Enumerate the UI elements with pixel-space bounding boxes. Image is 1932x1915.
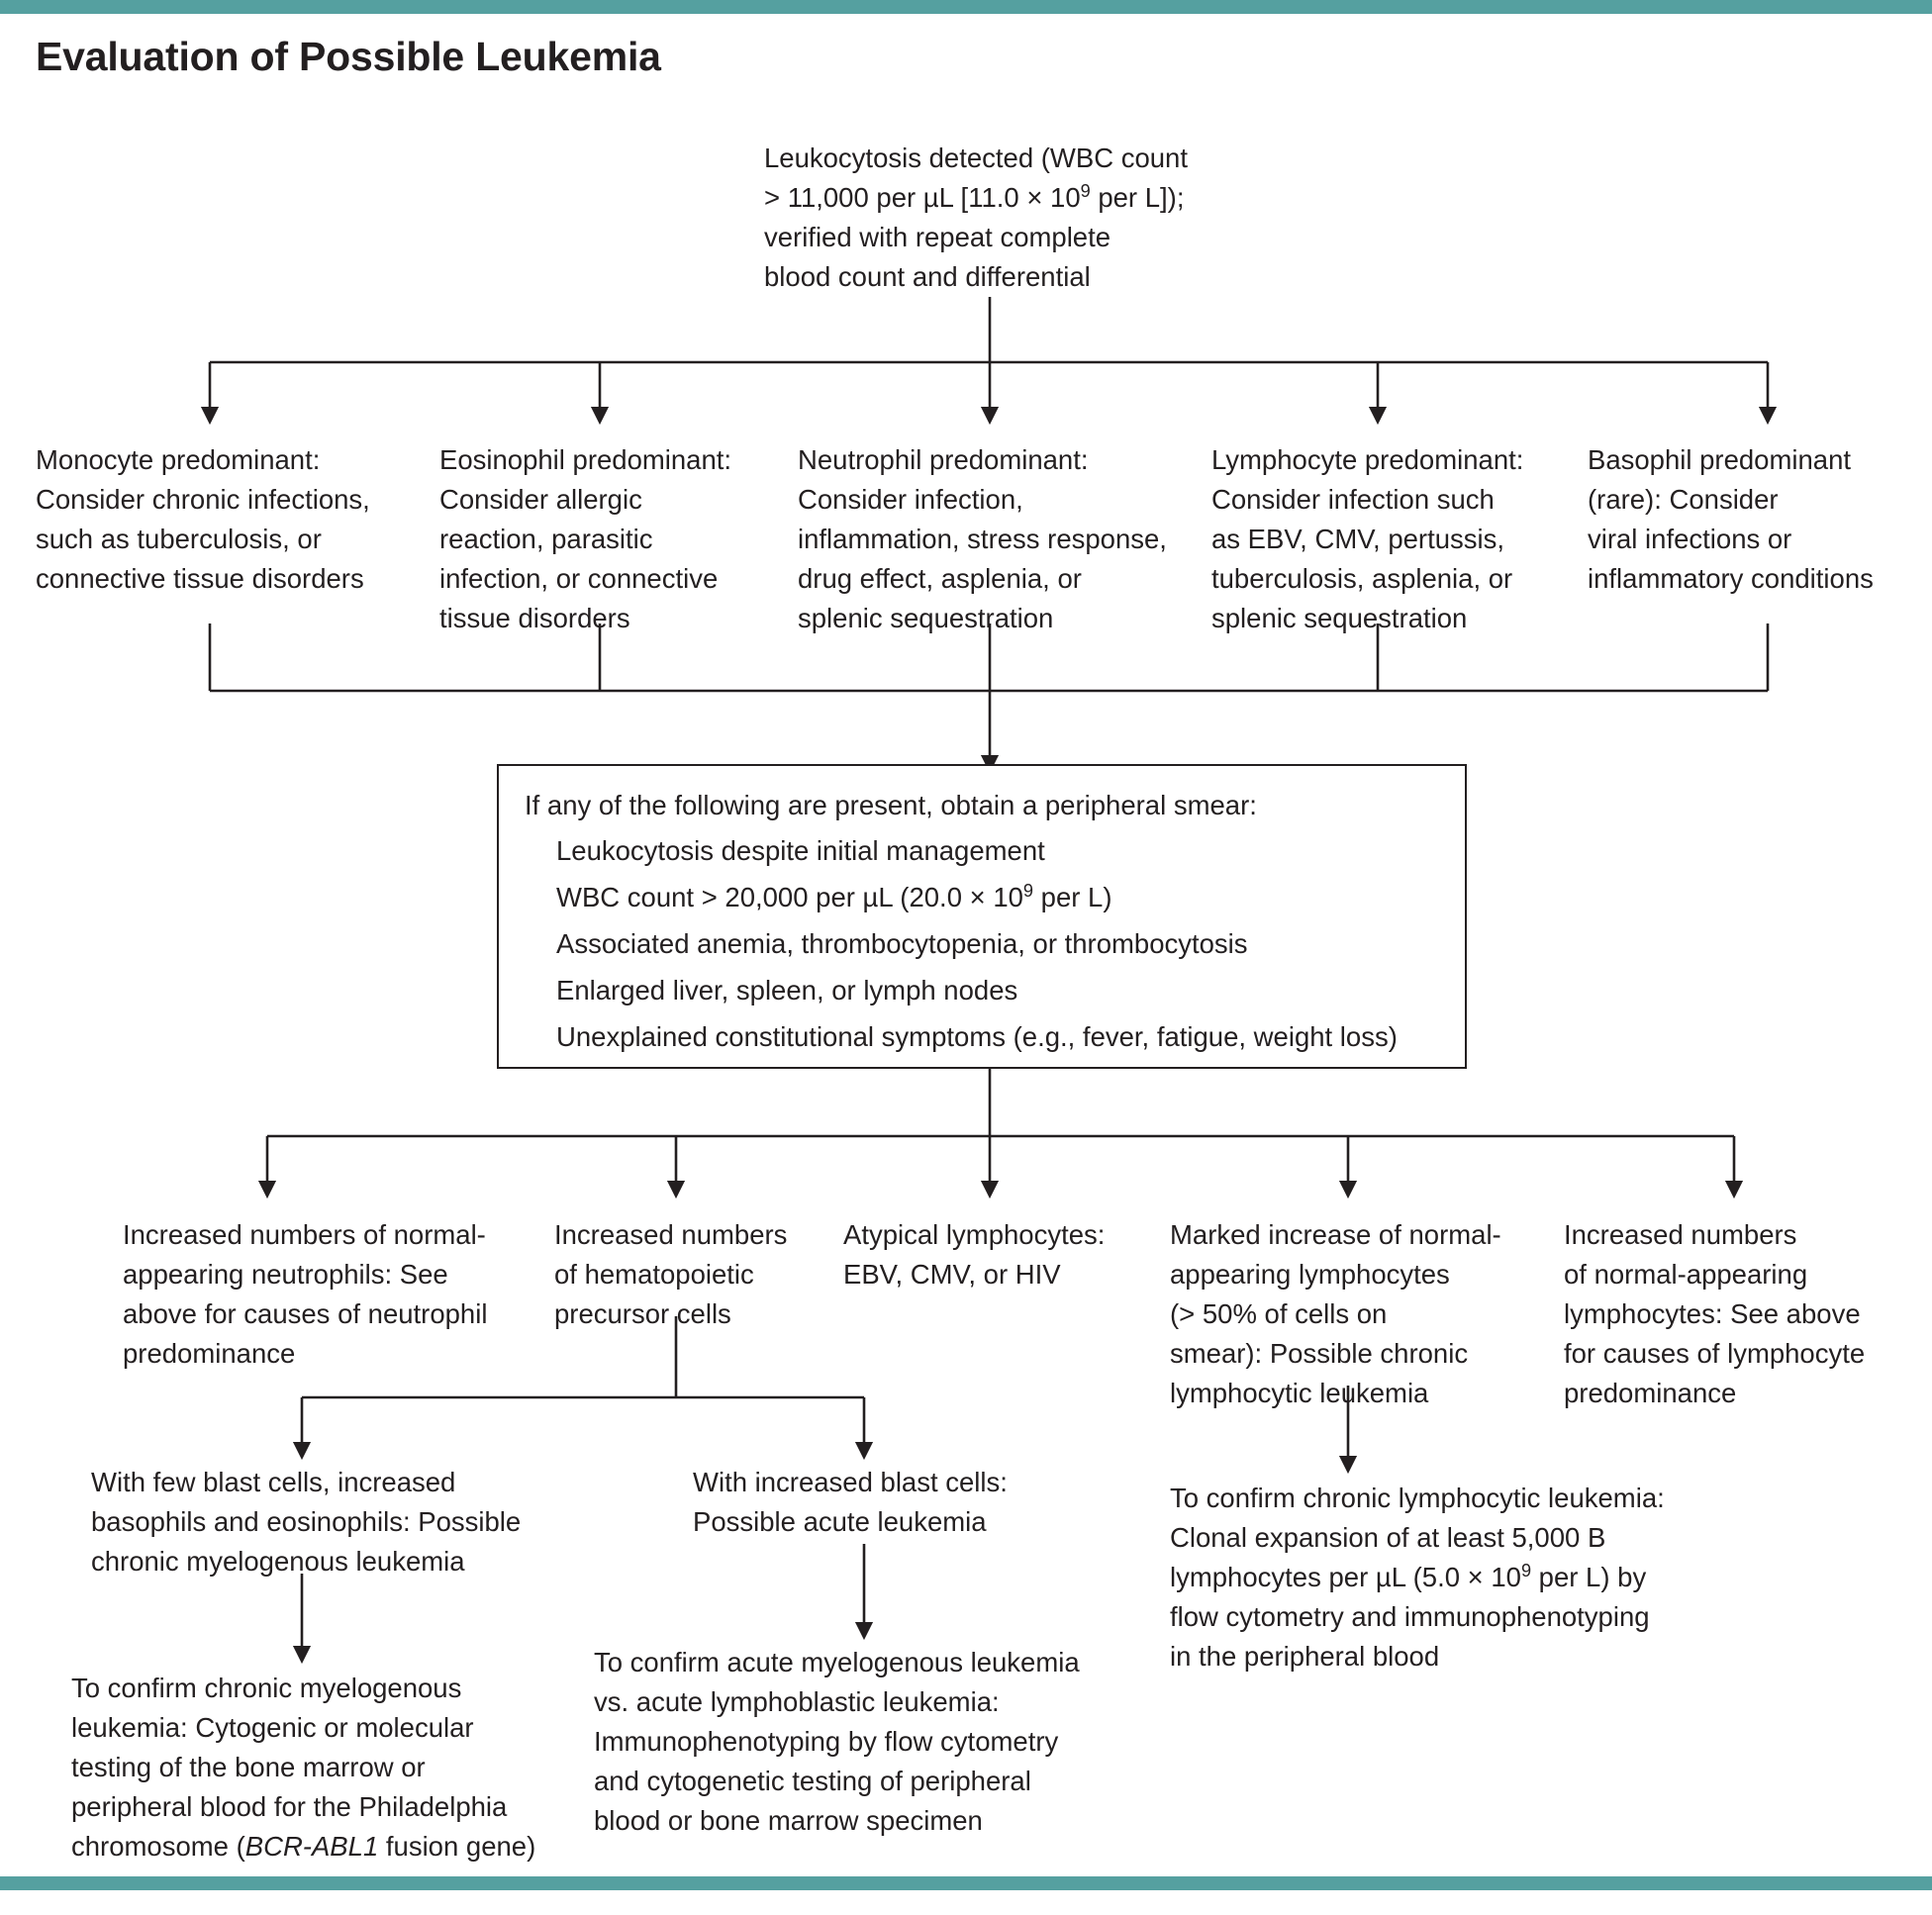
- start-line-2-suffix: per L]);: [1090, 182, 1185, 213]
- criteria-item-2-prefix: WBC count > 20,000 per µL (20.0 × 10: [556, 882, 1023, 912]
- start-line-2-prefix: > 11,000 per µL [11.0 × 10: [764, 182, 1081, 213]
- node-lymphocyte-predominant: Lymphocyte predominant: Consider infecti…: [1211, 444, 1524, 633]
- node-increased-normal-lymphocytes: Increased numbers of normal-appearing ly…: [1564, 1219, 1866, 1408]
- confirm-cll-line-5: in the peripheral blood: [1170, 1641, 1440, 1672]
- confirm-cll-line-3-suffix: per L) by: [1531, 1562, 1647, 1592]
- node-atypical-lymphocytes: Atypical lymphocytes: EBV, CMV, or HIV: [843, 1219, 1106, 1290]
- criteria-item-2-suffix: per L): [1033, 882, 1112, 912]
- node-marked-increase-lymphocytes: Marked increase of normal- appearing lym…: [1170, 1219, 1501, 1408]
- node-confirm-chronic-myelogenous-leukemia: To confirm chronic myelogenous leukemia:…: [71, 1669, 566, 1867]
- confirm-cll-line-4: flow cytometry and immunophenotyping: [1170, 1601, 1650, 1632]
- node-monocyte-predominant: Monocyte predominant: Consider chronic i…: [36, 444, 370, 594]
- start-line-4: blood count and differential: [764, 261, 1091, 292]
- confirm-cml-gene-name: BCR-ABL1: [244, 1831, 379, 1862]
- confirm-cll-line-3-exponent: 9: [1520, 1560, 1532, 1580]
- node-increased-normal-neutrophils: Increased numbers of normal- appearing n…: [123, 1219, 488, 1369]
- start-line-2-exponent: 9: [1080, 180, 1091, 201]
- top-accent-rule: [0, 0, 1932, 14]
- criteria-item-2: WBC count > 20,000 per µL (20.0 × 109 pe…: [556, 874, 1398, 920]
- node-eosinophil-predominant: Eosinophil predominant: Consider allergi…: [439, 444, 732, 633]
- confirm-cll-line-3-prefix: lymphocytes per µL (5.0 × 10: [1170, 1562, 1521, 1592]
- node-increased-blast-cells: With increased blast cells: Possible acu…: [693, 1467, 1008, 1537]
- node-few-blast-cells: With few blast cells, increased basophil…: [91, 1467, 522, 1577]
- node-confirm-acute-leukemia: To confirm acute myelogenous leukemia vs…: [594, 1647, 1080, 1836]
- criteria-item-1: Leukocytosis despite initial management: [556, 835, 1045, 866]
- bottom-accent-rule: [0, 1876, 1932, 1890]
- node-hematopoietic-precursor-cells: Increased numbers of hematopoietic precu…: [554, 1219, 788, 1329]
- node-neutrophil-predominant: Neutrophil predominant: Consider infecti…: [798, 444, 1167, 633]
- confirm-cml-text-part1: To confirm chronic myelogenous leukemia:…: [71, 1673, 508, 1862]
- confirm-cll-line-2: Clonal expansion of at least 5,000 B: [1170, 1522, 1606, 1553]
- criteria-item-4: Enlarged liver, spleen, or lymph nodes: [556, 975, 1018, 1005]
- confirm-cll-line-1: To confirm chronic lymphocytic leukemia:: [1170, 1483, 1665, 1513]
- confirm-cml-text-part2: fusion gene): [378, 1831, 536, 1862]
- node-basophil-predominant: Basophil predominant (rare): Consider vi…: [1588, 444, 1874, 594]
- criteria-list: Leukocytosis despite initial management …: [556, 827, 1398, 1060]
- peripheral-smear-criteria-box: If any of the following are present, obt…: [497, 764, 1467, 1069]
- criteria-item-3: Associated anemia, thrombocytopenia, or …: [556, 928, 1248, 959]
- start-line-1: Leukocytosis detected (WBC count: [764, 143, 1188, 173]
- criteria-lead-text: If any of the following are present, obt…: [525, 790, 1257, 820]
- page-title: Evaluation of Possible Leukemia: [36, 34, 661, 79]
- node-leukocytosis-detected: Leukocytosis detected (WBC count > 11,000…: [764, 139, 1229, 297]
- start-line-3: verified with repeat complete: [764, 222, 1111, 252]
- node-confirm-chronic-lymphocytic-leukemia: To confirm chronic lymphocytic leukemia:…: [1170, 1479, 1724, 1676]
- criteria-item-2-exponent: 9: [1022, 880, 1034, 901]
- criteria-item-5: Unexplained constitutional symptoms (e.g…: [556, 1021, 1398, 1052]
